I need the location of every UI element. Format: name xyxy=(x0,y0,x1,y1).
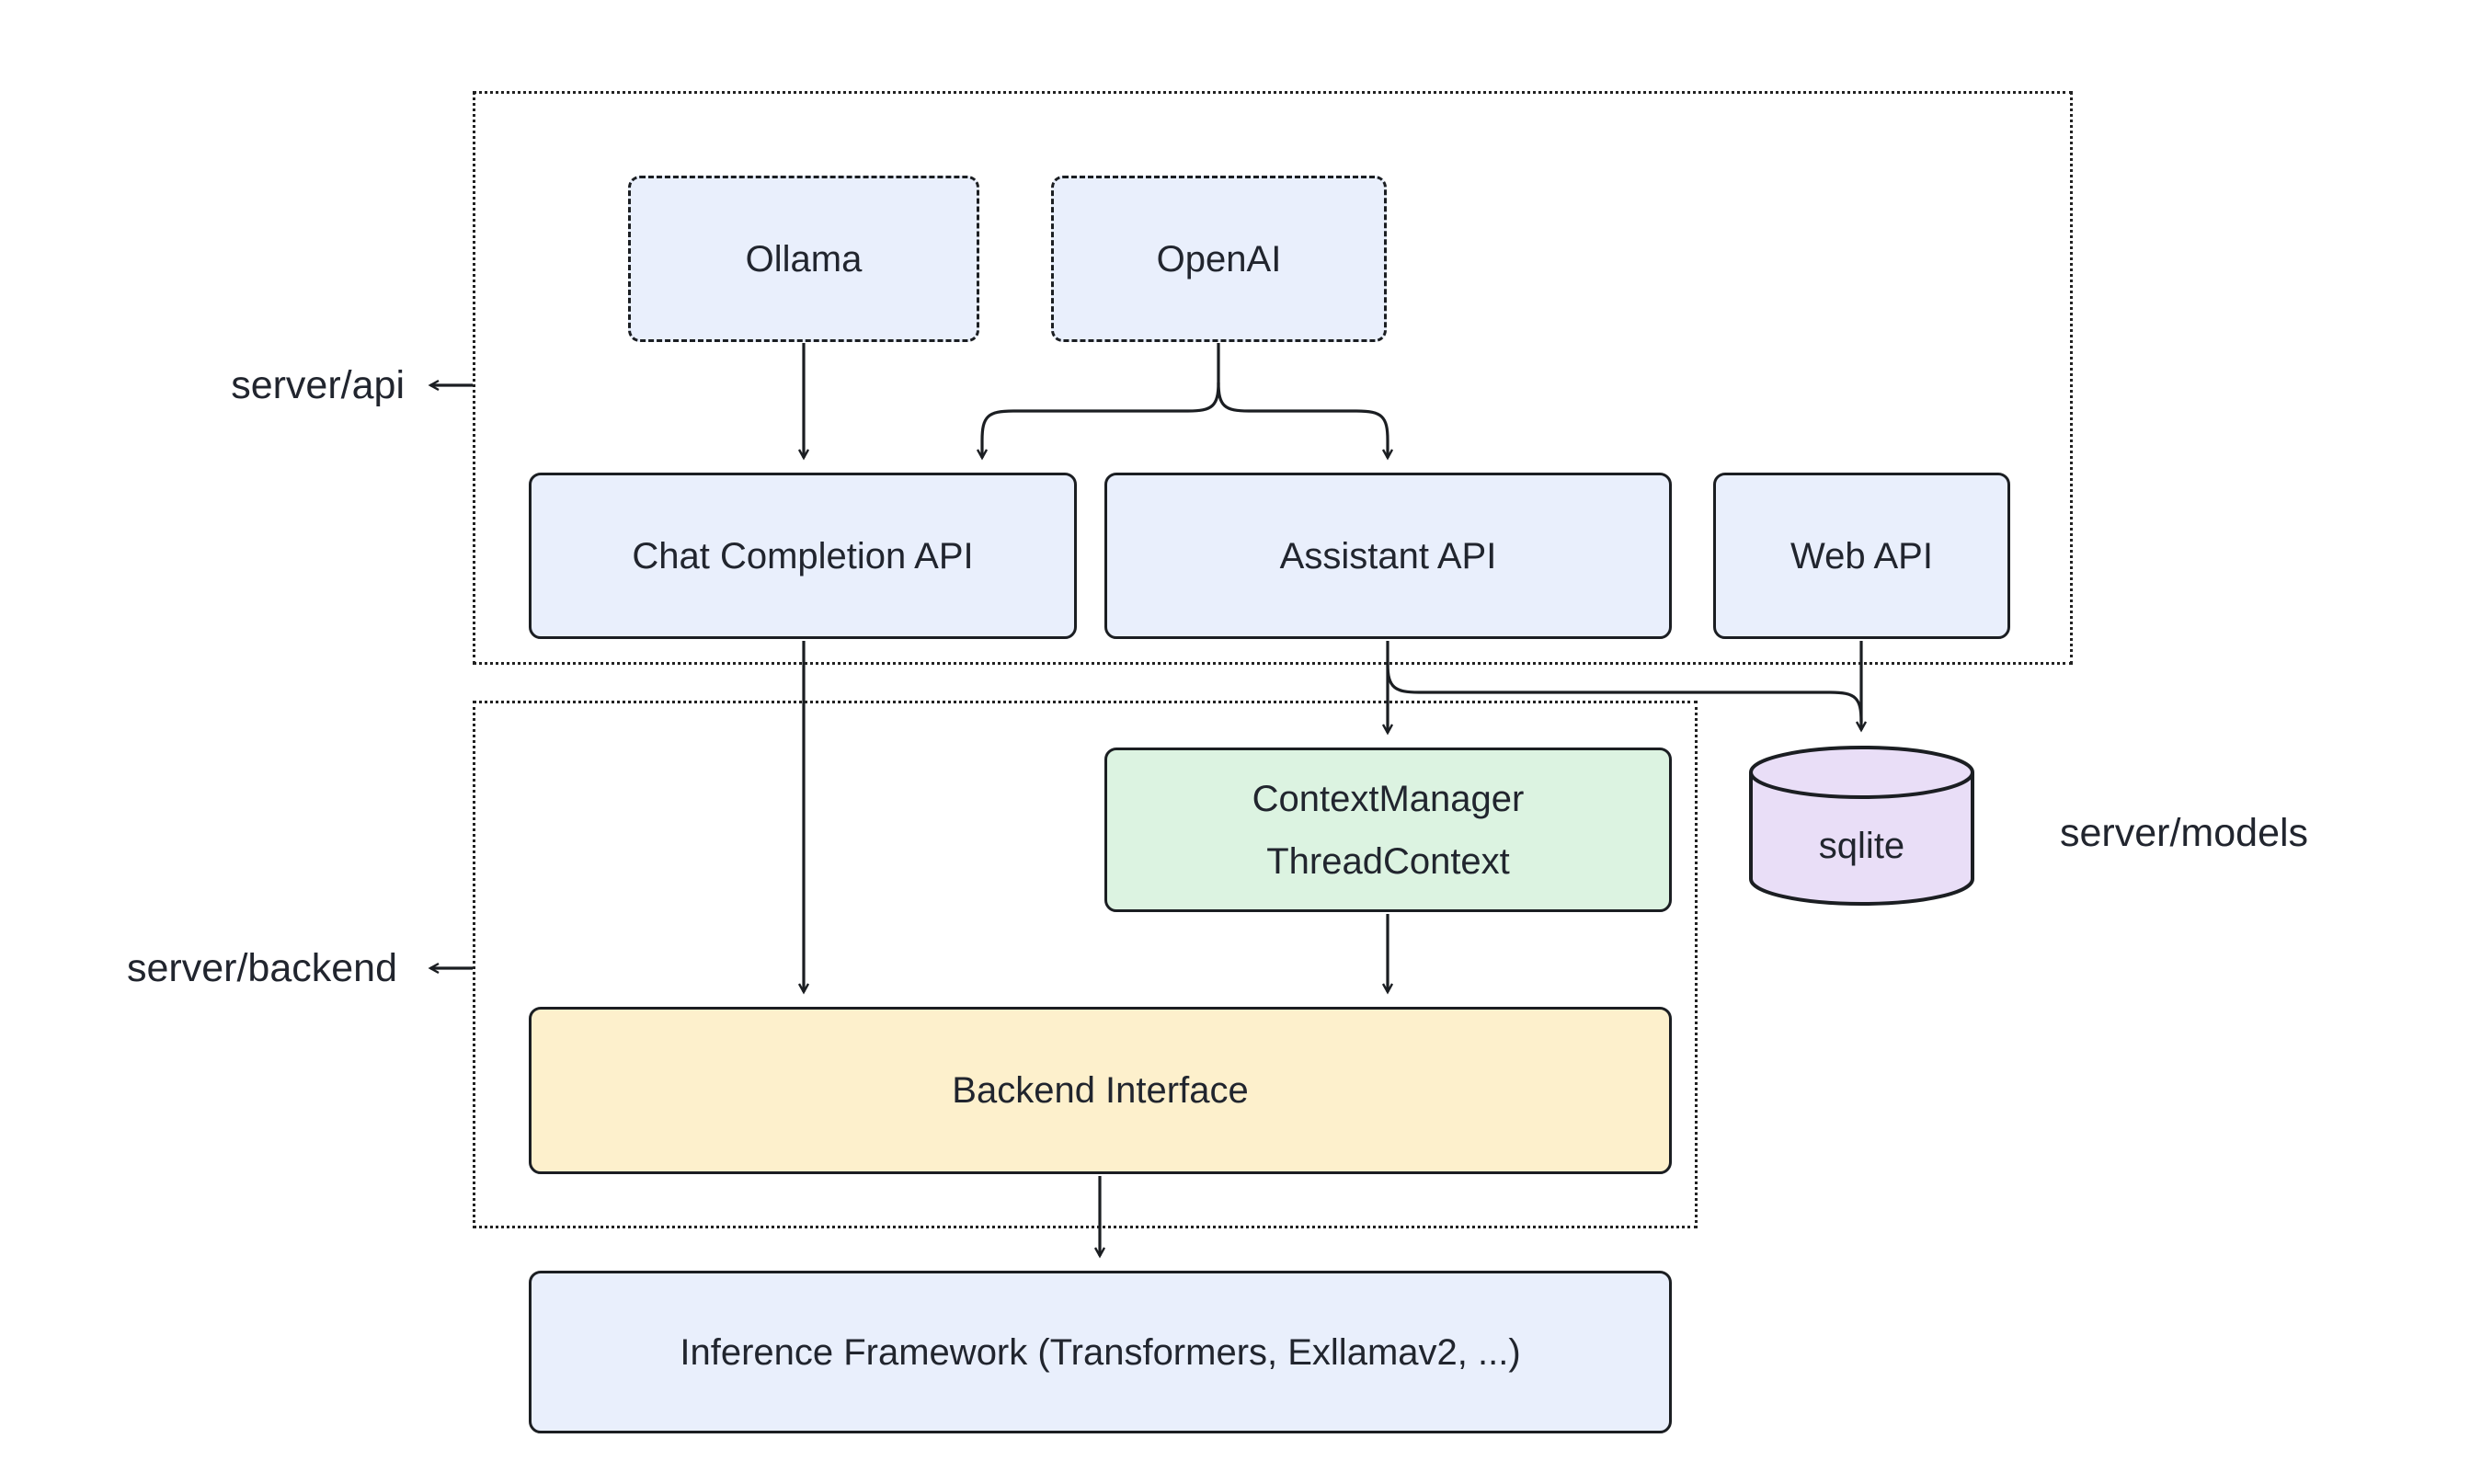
node-openai: OpenAI xyxy=(1051,176,1387,342)
node-ollama: Ollama xyxy=(628,176,979,342)
sqlite-cylinder-body xyxy=(1749,772,1974,906)
node-assistant-api: Assistant API xyxy=(1104,473,1672,639)
node-sqlite: sqlite xyxy=(1749,746,1974,906)
node-context-manager-line2: ThreadContext xyxy=(1266,840,1510,882)
node-context-manager: ContextManager ThreadContext xyxy=(1104,748,1672,912)
server-api-container xyxy=(473,91,2073,665)
sqlite-cylinder-top xyxy=(1749,746,1974,799)
node-openai-label: OpenAI xyxy=(1156,238,1282,280)
node-backend-interface: Backend Interface xyxy=(529,1007,1672,1174)
node-inference-framework: Inference Framework (Transformers, Exlla… xyxy=(529,1271,1672,1433)
node-web-api-label: Web API xyxy=(1790,535,1933,576)
node-sqlite-label: sqlite xyxy=(1819,826,1904,866)
node-inference-framework-label: Inference Framework (Transformers, Exlla… xyxy=(680,1331,1521,1373)
server-api-label: server/api xyxy=(231,363,405,407)
server-models-label: server/models xyxy=(2060,811,2309,855)
server-backend-label: server/backend xyxy=(127,946,397,990)
node-context-manager-line1: ContextManager xyxy=(1252,778,1525,819)
node-chat-completion-api: Chat Completion API xyxy=(529,473,1077,639)
node-ollama-label: Ollama xyxy=(745,238,863,280)
server-backend-container xyxy=(473,701,1698,1228)
node-backend-interface-label: Backend Interface xyxy=(952,1070,1249,1111)
node-chat-completion-api-label: Chat Completion API xyxy=(632,535,974,576)
node-assistant-api-label: Assistant API xyxy=(1279,535,1497,576)
node-web-api: Web API xyxy=(1713,473,2010,639)
